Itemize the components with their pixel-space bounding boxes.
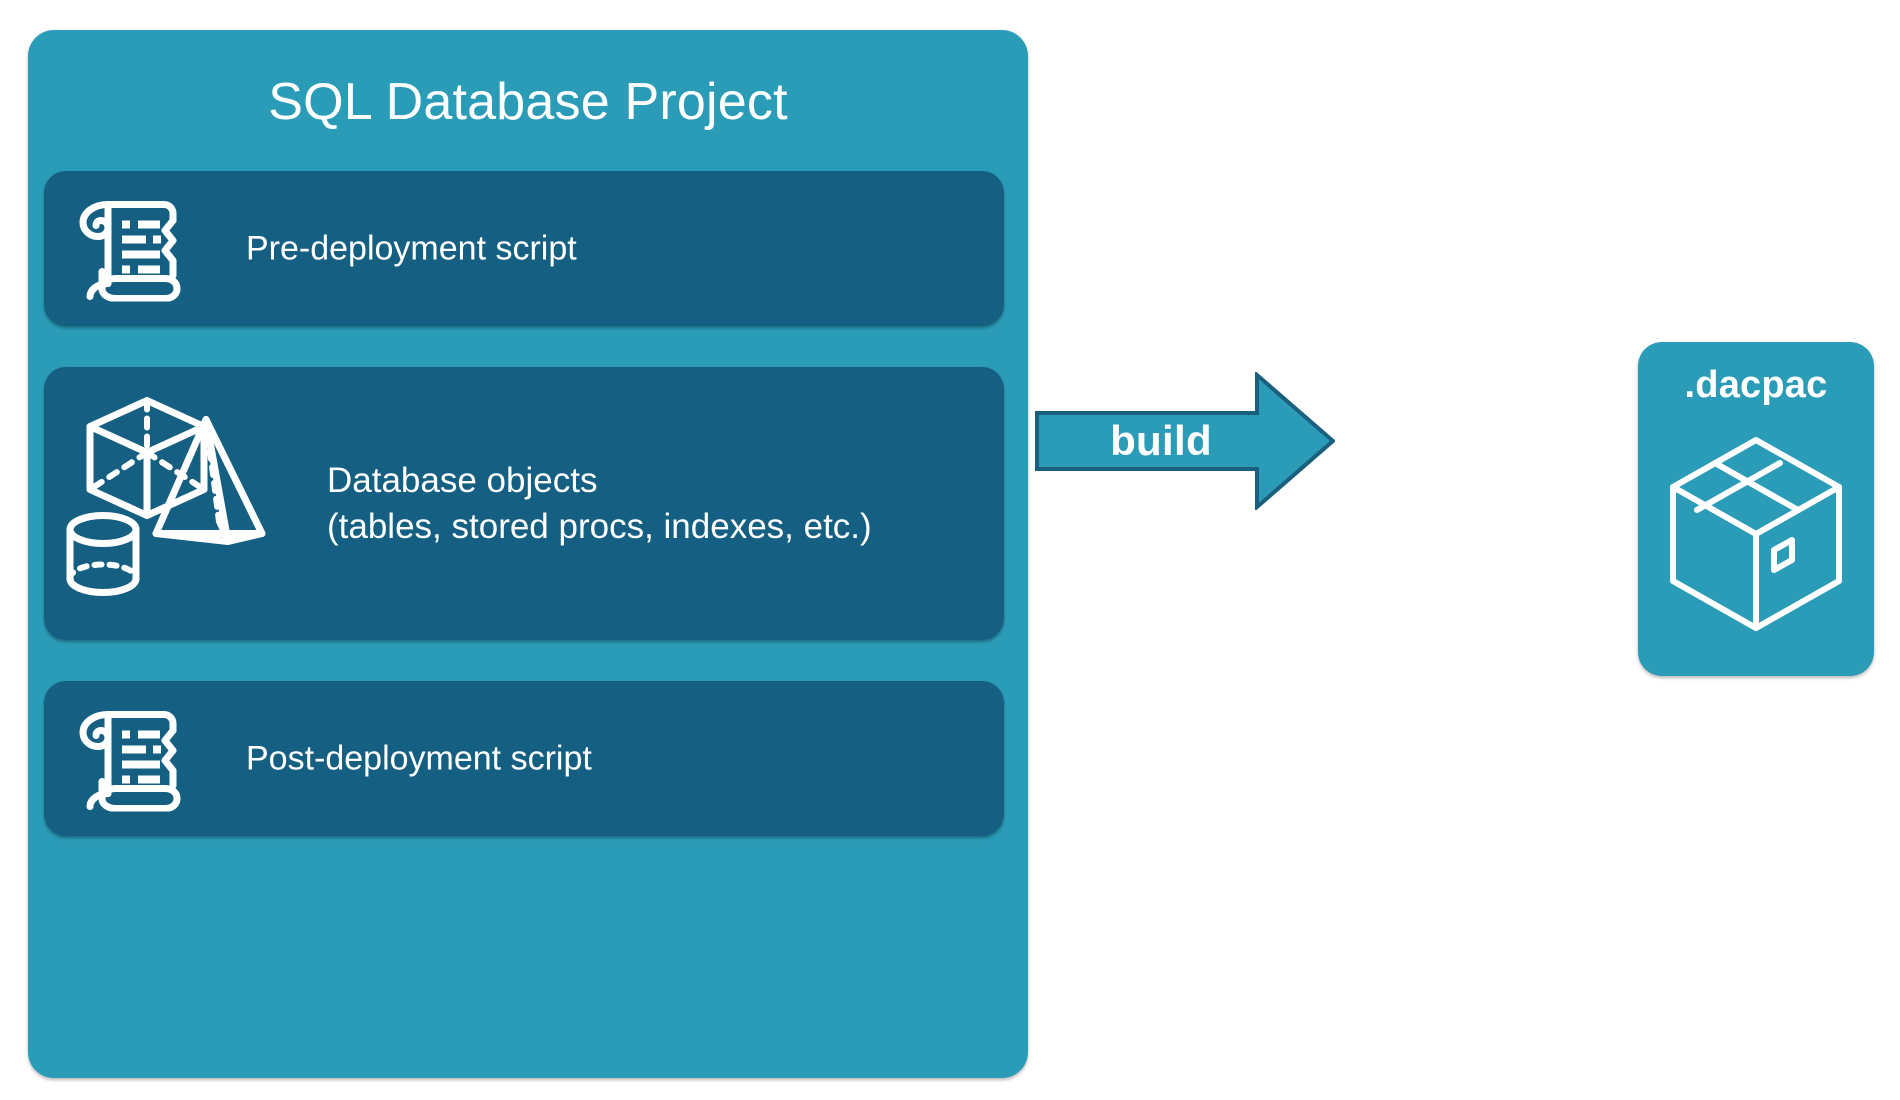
card-post-deployment[interactable]: Post-deployment script: [44, 681, 1004, 836]
card-database-objects-label: Database objects (tables, stored procs, i…: [327, 457, 872, 549]
card-pre-deployment-label: Pre-deployment script: [246, 229, 577, 268]
card-post-deployment-label: Post-deployment script: [246, 739, 592, 778]
dacpac-output-panel: .dacpac: [1638, 342, 1874, 676]
page-title: SQL Database Project: [268, 73, 788, 131]
card-database-objects-label-line2: (tables, stored procs, indexes, etc.): [327, 506, 872, 546]
package-box-icon: [1667, 430, 1845, 643]
card-database-objects[interactable]: Database objects (tables, stored procs, i…: [44, 367, 1004, 640]
scroll-icon: [72, 191, 190, 306]
scroll-icon: [72, 701, 190, 816]
arrow-right-icon: [1035, 372, 1335, 510]
dacpac-label: .dacpac: [1684, 364, 1828, 406]
sql-database-project-panel: SQL Database Project: [28, 30, 1028, 1078]
card-database-objects-label-line1: Database objects: [327, 460, 598, 500]
card-pre-deployment[interactable]: Pre-deployment script: [44, 171, 1004, 326]
3d-shapes-icon: [56, 381, 306, 626]
